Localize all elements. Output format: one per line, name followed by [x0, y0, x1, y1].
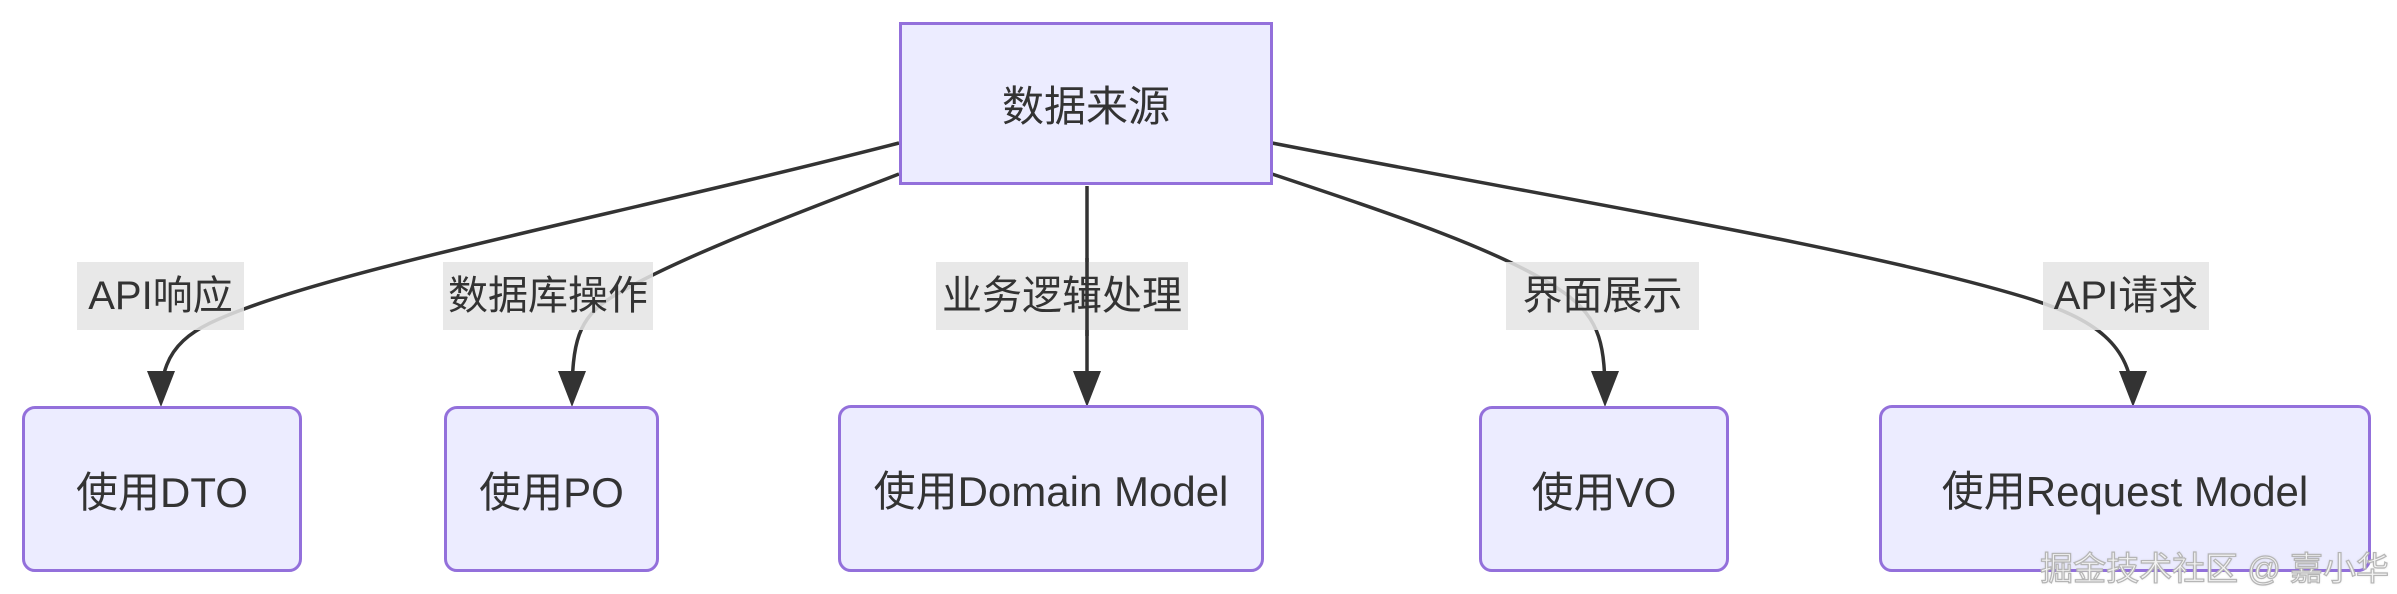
- arrowhead-use-vo: [1591, 371, 1619, 407]
- edge-label-business-logic: 业务逻辑处理: [936, 262, 1188, 330]
- node-use-po: 使用PO: [444, 406, 659, 572]
- edge-label-api-request: API请求: [2043, 262, 2209, 330]
- arrowhead-use-po: [558, 371, 586, 407]
- edge-api-request: [1271, 141, 2135, 401]
- node-use-domain-model: 使用Domain Model: [838, 405, 1264, 572]
- arrowhead-use-dto: [147, 371, 175, 407]
- edge-label-api-response: API响应: [77, 262, 244, 330]
- watermark: 掘金技术社区 @ 嘉小华: [2040, 549, 2390, 587]
- arrowhead-use-domain-model: [1073, 371, 1101, 407]
- arrowhead-use-request-model: [2119, 371, 2147, 407]
- node-use-request-model: 使用Request Model: [1879, 405, 2371, 572]
- edge-label-db-operation: 数据库操作: [443, 262, 653, 330]
- node-use-dto: 使用DTO: [22, 406, 302, 572]
- node-use-vo: 使用VO: [1479, 406, 1729, 572]
- node-data-source: 数据来源: [899, 22, 1273, 185]
- edge-label-ui-display: 界面展示: [1506, 262, 1699, 330]
